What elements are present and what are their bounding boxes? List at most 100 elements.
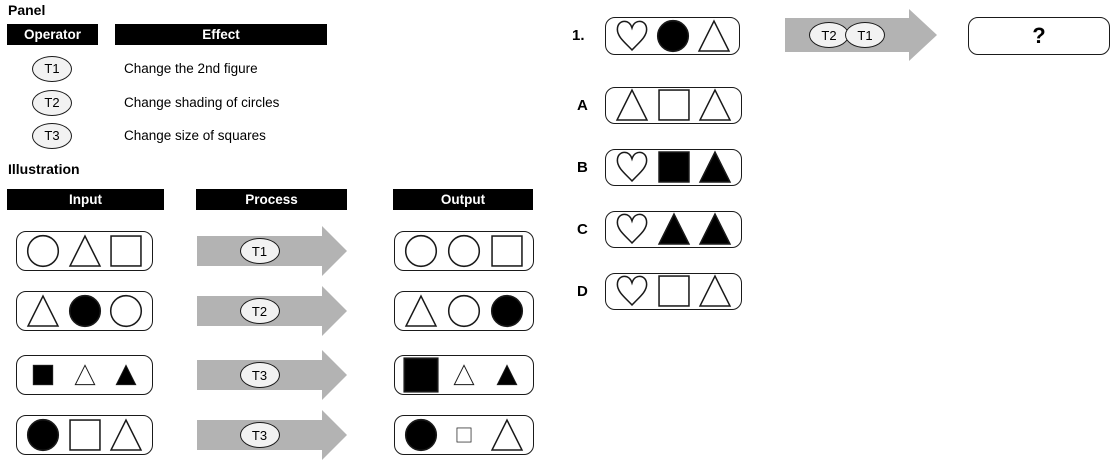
input-box bbox=[16, 291, 153, 331]
shape-slot bbox=[400, 234, 443, 268]
input-box bbox=[16, 231, 153, 271]
operator-t2-badge: T2 bbox=[32, 89, 72, 116]
triangle-solid-shape bbox=[698, 212, 732, 245]
process-arrow: T3 bbox=[197, 350, 347, 400]
square-solid-shape bbox=[403, 357, 439, 393]
shape-slot bbox=[694, 212, 736, 246]
arrow-head bbox=[322, 286, 347, 336]
circle-solid-shape bbox=[490, 294, 523, 328]
option-d-label: D bbox=[577, 282, 588, 300]
shape-slot bbox=[443, 427, 486, 443]
shape-slot bbox=[694, 150, 736, 184]
operator-t3-effect: Change size of squares bbox=[124, 128, 266, 143]
triangle-outline-shape bbox=[698, 88, 732, 121]
operator-t3-badge: T3 bbox=[239, 422, 280, 448]
option-b-box[interactable] bbox=[605, 148, 742, 186]
answer-placeholder-box: ? bbox=[968, 17, 1110, 55]
shape-slot bbox=[485, 294, 528, 328]
shape-slot bbox=[22, 418, 64, 452]
shape-slot bbox=[653, 150, 695, 184]
arrow-head bbox=[322, 410, 347, 460]
option-c-box[interactable] bbox=[605, 210, 742, 248]
process-arrow: T3 bbox=[197, 410, 347, 460]
input-box bbox=[16, 355, 153, 395]
operator-row-t3: T3 Change size of squares bbox=[7, 119, 337, 152]
shape-slot bbox=[443, 294, 486, 328]
triangle-outline-shape bbox=[68, 234, 101, 267]
triangle-outline-shape bbox=[74, 364, 95, 386]
option-a[interactable]: A bbox=[577, 86, 742, 124]
circle-outline-shape bbox=[26, 234, 59, 268]
shape-slot bbox=[64, 364, 106, 386]
operator-t2-badge: T2 bbox=[809, 22, 849, 48]
operator-row-t1: T1 Change the 2nd figure bbox=[7, 52, 337, 85]
arrow-body: T3 bbox=[197, 420, 322, 450]
process-arrow: T1 bbox=[197, 226, 347, 276]
illustration-row-3: T3 bbox=[0, 350, 560, 400]
square-outline-shape bbox=[657, 89, 690, 121]
triangle-solid-shape bbox=[657, 212, 690, 245]
circle-outline-shape bbox=[405, 234, 438, 268]
option-b[interactable]: B bbox=[577, 148, 742, 186]
arrow-body: T1 bbox=[197, 236, 322, 266]
input-column-header: Input bbox=[7, 189, 164, 210]
arrow-body: T2 bbox=[197, 296, 322, 326]
shape-slot bbox=[653, 274, 695, 308]
operator-t3-badge: T3 bbox=[32, 122, 72, 149]
output-column-header: Output bbox=[393, 189, 533, 210]
shape-slot bbox=[22, 364, 64, 386]
square-outline-shape bbox=[490, 235, 523, 267]
illustration-title: Illustration bbox=[8, 161, 80, 177]
triangle-solid-shape bbox=[115, 364, 137, 386]
output-box bbox=[394, 415, 534, 455]
shape-slot bbox=[22, 234, 64, 268]
shape-slot bbox=[22, 294, 64, 328]
process-arrow: T2 bbox=[197, 286, 347, 336]
option-c-label: C bbox=[577, 220, 588, 238]
shape-slot bbox=[694, 274, 736, 308]
operator-t1-badge: T1 bbox=[845, 22, 885, 48]
heart-outline-shape bbox=[616, 20, 647, 52]
shape-slot bbox=[105, 294, 147, 328]
operator-t1-effect: Change the 2nd figure bbox=[124, 61, 258, 76]
triangle-outline-shape bbox=[405, 294, 438, 327]
shape-slot bbox=[693, 19, 734, 53]
shape-slot bbox=[653, 88, 695, 122]
operator-row-t2: T2 Change shading of circles bbox=[7, 86, 337, 119]
shape-slot bbox=[64, 418, 106, 452]
circle-outline-shape bbox=[447, 234, 481, 268]
triangle-outline-shape bbox=[109, 418, 143, 451]
shape-slot bbox=[64, 234, 106, 268]
square-outline-shape bbox=[68, 419, 101, 451]
shape-slot bbox=[611, 212, 653, 246]
option-a-box[interactable] bbox=[605, 86, 742, 124]
operator-t2-label: T2 bbox=[44, 95, 60, 110]
square-outline-shape bbox=[456, 427, 472, 443]
square-outline-shape bbox=[110, 235, 142, 267]
panel-title: Panel bbox=[8, 2, 46, 18]
illustration-row-1: T1 bbox=[0, 226, 560, 276]
shape-slot bbox=[694, 88, 736, 122]
input-box bbox=[16, 415, 153, 455]
option-b-label: B bbox=[577, 158, 588, 176]
shape-slot bbox=[485, 364, 528, 386]
shape-slot bbox=[485, 234, 528, 268]
circle-outline-shape bbox=[447, 294, 481, 328]
operator-t1-label: T1 bbox=[44, 61, 60, 76]
triangle-outline-shape bbox=[697, 19, 730, 52]
option-c[interactable]: C bbox=[577, 210, 742, 248]
triangle-solid-shape bbox=[496, 364, 518, 386]
shape-slot bbox=[653, 212, 695, 246]
operator-cell: T2 bbox=[7, 89, 97, 116]
option-d-box[interactable] bbox=[605, 272, 742, 310]
question-stimulus-box bbox=[605, 17, 740, 55]
shape-slot bbox=[611, 88, 653, 122]
option-d[interactable]: D bbox=[577, 272, 742, 310]
circle-solid-shape bbox=[656, 19, 689, 53]
triangle-outline-shape bbox=[490, 418, 523, 451]
shape-slot bbox=[400, 418, 443, 452]
operator-t1-badge: T1 bbox=[32, 55, 72, 82]
heart-outline-shape bbox=[616, 275, 648, 307]
